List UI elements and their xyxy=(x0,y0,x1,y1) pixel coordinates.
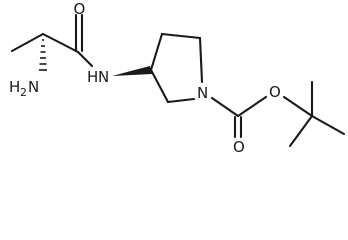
atom-label-amine-nitrogen: N xyxy=(28,78,39,96)
bond-ring-n-boc-carbonyl xyxy=(210,96,240,118)
bond-alpha-carbonyl xyxy=(41,32,80,54)
atom-label-amine-h: H xyxy=(9,78,20,96)
bond-ring-c2-c3 xyxy=(149,68,170,104)
atom-label-amine-h-count: 2 xyxy=(20,86,27,99)
bond-tert-c-methyl-right xyxy=(310,114,346,136)
stereo-bold-wedge-ring-c3 xyxy=(112,66,152,76)
atom-label-ester-oxygen: O xyxy=(269,83,281,101)
bond-ring-c5-n xyxy=(198,36,204,84)
bond-boc-carbonyl-ester-o xyxy=(236,95,268,118)
atom-label-amide-nitrogen: N xyxy=(98,68,109,86)
molecule-structure: O H 2 N H N N O O xyxy=(9,0,346,156)
bond-ring-c4-c5 xyxy=(160,32,202,40)
bond-ring-c3-c4 xyxy=(149,32,164,72)
bond-methyl-alpha xyxy=(10,32,45,53)
atom-label-ester-carbonyl-oxygen: O xyxy=(233,138,245,156)
atom-label-ring-nitrogen: N xyxy=(197,84,208,102)
bond-carbonyl-amide-n xyxy=(76,50,94,68)
bond-ester-o-tert-c xyxy=(282,95,314,118)
atom-label-amide-h: H xyxy=(87,68,98,86)
bond-tert-c-methyl-down xyxy=(288,114,314,148)
bond-ring-n-c2 xyxy=(166,97,196,104)
atom-label-amide-carbonyl-oxygen: O xyxy=(74,0,86,18)
stereo-hashed-wedge-alpha-amine-hashes xyxy=(39,39,47,71)
